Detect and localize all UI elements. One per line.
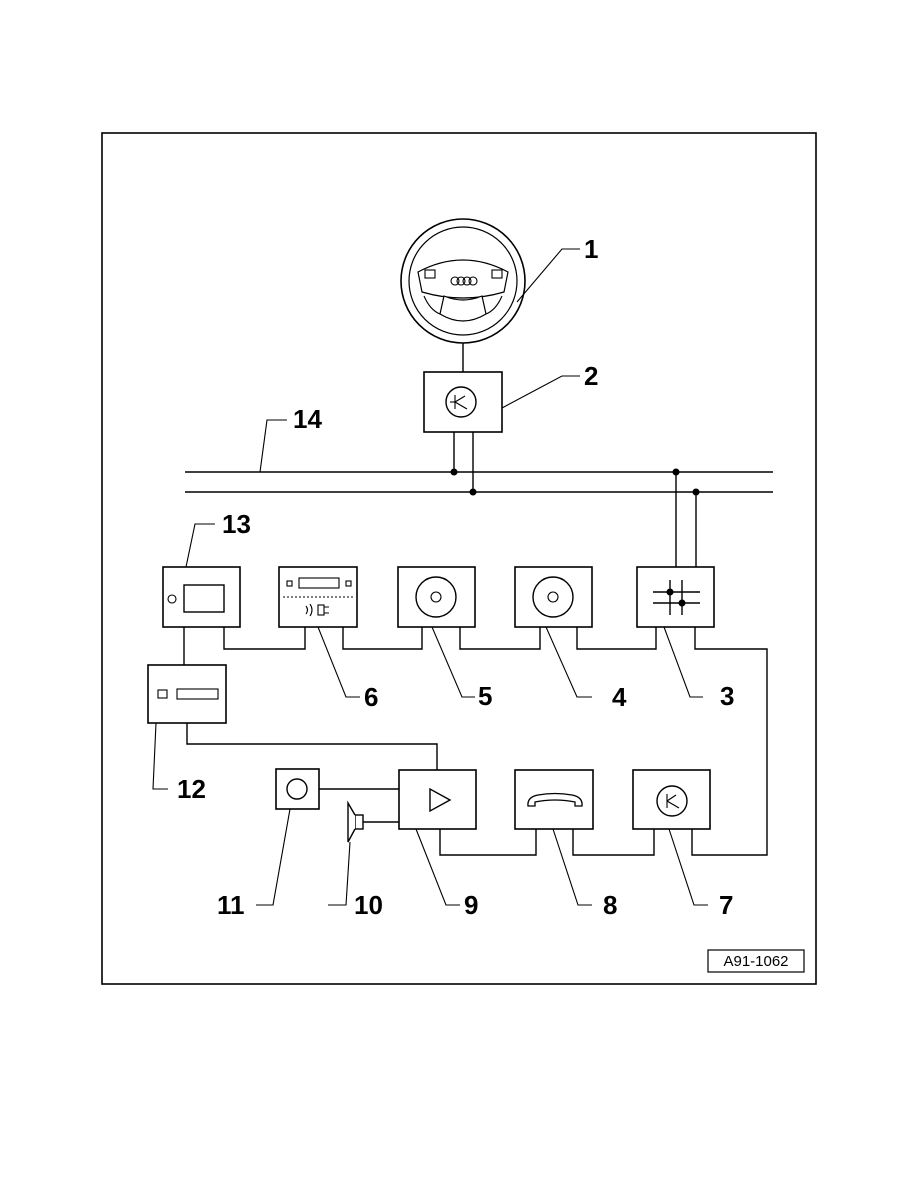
figure-frame [101, 132, 817, 985]
display-unit [162, 566, 241, 628]
callout-2: 2 [584, 361, 598, 391]
speaker-icon [347, 800, 364, 843]
callout-7: 7 [719, 890, 733, 920]
steering-wheel-icon [400, 218, 526, 344]
reference-code: A91-1062 [723, 953, 788, 970]
data-bus [185, 471, 773, 493]
callout-13: 13 [222, 509, 251, 539]
callout-12: 12 [177, 774, 206, 804]
radio-unit [278, 566, 358, 628]
callout-1: 1 [584, 234, 598, 264]
telephone-unit [514, 769, 594, 830]
callout-10: 10 [354, 890, 383, 920]
amplifier-unit [398, 769, 477, 830]
steering-column-control-module [423, 371, 503, 433]
microphone-icon [275, 768, 320, 810]
reference-code-box: A91-1062 [707, 949, 805, 973]
callout-4: 4 [612, 682, 627, 712]
cd-changer-unit [514, 566, 593, 628]
callout-9: 9 [464, 890, 478, 920]
callout-11: 11 [217, 890, 245, 920]
tuner-unit [147, 664, 227, 724]
telematics-unit [632, 769, 711, 830]
leader-lines [152, 248, 708, 906]
callout-8: 8 [603, 890, 617, 920]
gateway-unit [636, 566, 715, 628]
callout-5: 5 [478, 681, 492, 711]
callout-14: 14 [293, 404, 322, 434]
cd-unit [397, 566, 476, 628]
callout-3: 3 [720, 681, 734, 711]
callout-6: 6 [364, 682, 378, 712]
